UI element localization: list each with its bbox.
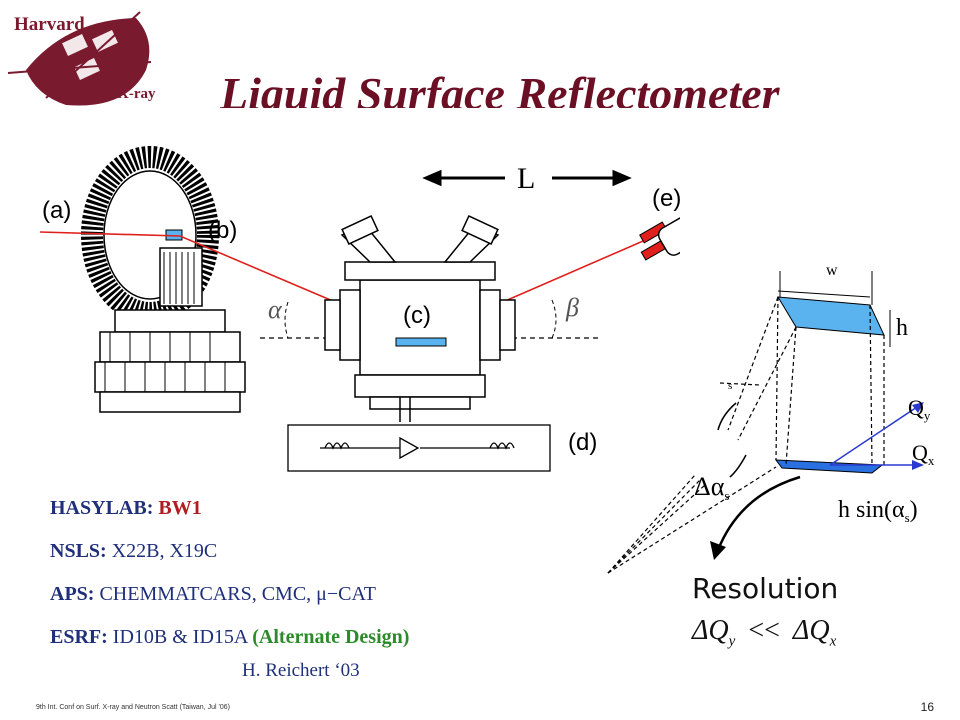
logo-top-text: Harvard [14, 14, 85, 35]
h-sin-label: h sin(αs) [838, 497, 918, 525]
label-a: (a) [42, 197, 71, 224]
slide-title: Liquid Surface Reflectometer [220, 68, 780, 108]
label-e: (e) [652, 185, 680, 212]
delta-alpha-label: Δαs [694, 472, 729, 503]
page-number: 16 [920, 700, 934, 714]
footer-text: 9th Int. Conf on Surf. X-ray and Neutron… [36, 704, 230, 711]
alpha-label: α [268, 295, 283, 324]
goniometer [81, 146, 246, 413]
facility-nsls: NSLS: X22B, X19C [50, 540, 218, 562]
sample-top [777, 296, 885, 336]
beta-label: β [565, 293, 579, 322]
curved-arrow [716, 475, 801, 551]
facility-hasylab: HASYLAB: BW1 [50, 497, 202, 519]
qy-label: Qy [908, 395, 931, 423]
credit: H. Reichert ‘03 [242, 660, 360, 681]
resolution-diagram: w h s Qy Qx Δαs h sin(αs) [607, 262, 935, 574]
facility-aps: APS: CHEMMATCARS, CMC, μ−CAT [50, 583, 376, 605]
facility-esrf: ESRF: ID10B & ID15A (Alternate Design) [50, 626, 410, 648]
label-b: (b) [208, 217, 237, 244]
resolution-formula: ΔQy << ΔQx [692, 615, 837, 650]
length-arrow [422, 169, 632, 187]
logo-ray-2 [45, 11, 141, 99]
resolution-title: Resolution [692, 572, 839, 605]
logo-books [62, 30, 118, 80]
sample-bottom [774, 459, 884, 474]
reflectometer-diagram: (a) (b) (c) (d) (e) L α β [39, 146, 680, 472]
logo-bottom-text: X-ray [118, 86, 156, 102]
detector [639, 210, 680, 261]
qx-label: Qx [912, 440, 935, 468]
label-c: (c) [403, 302, 431, 329]
xray-beam [39, 231, 651, 339]
s-label: s [728, 380, 732, 392]
w-dimension [777, 290, 871, 298]
label-d: (d) [568, 429, 597, 456]
w-label: w [826, 262, 838, 279]
length-label: L [517, 162, 535, 195]
liquid-sample [395, 337, 447, 347]
qy-vector [829, 404, 921, 466]
trough-chamber [324, 214, 516, 422]
electronics-box [287, 424, 551, 472]
harvard-xray-logo: Harvard X-ray [7, 11, 156, 106]
h-label: h [896, 315, 908, 341]
